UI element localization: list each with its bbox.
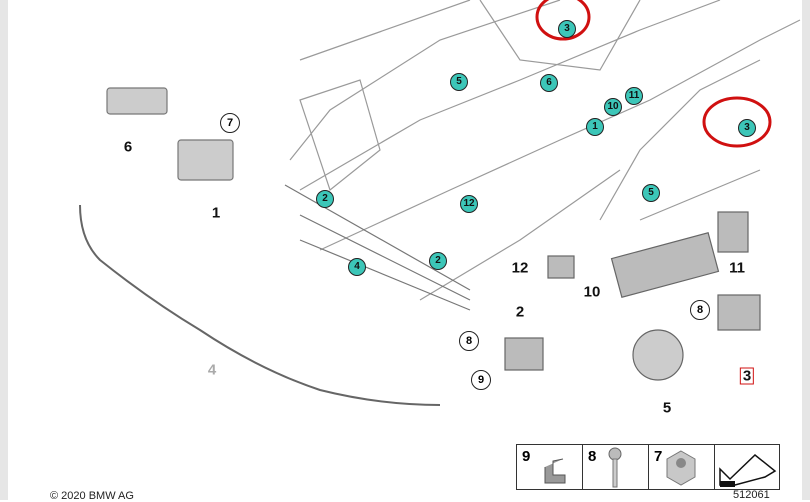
part-6 [106, 87, 168, 115]
bolt-icon [608, 447, 622, 488]
part-3 [717, 294, 761, 331]
part-5 [632, 329, 684, 381]
callout-5: 5 [662, 399, 672, 417]
callout-6: 6 [123, 138, 133, 156]
callout-teal-2: 2 [429, 252, 447, 270]
callout-11: 11 [729, 259, 745, 277]
highlight-circle [702, 96, 772, 148]
part-11 [717, 211, 749, 253]
left-border [0, 0, 8, 500]
callout-3-highlighted: 3 [739, 367, 755, 385]
parts-arrow-icon [719, 454, 777, 487]
callout-teal-5: 5 [642, 184, 660, 202]
part-10 [610, 232, 720, 298]
callout-12: 12 [511, 259, 529, 277]
legend-cell-7: 7 [649, 445, 715, 489]
callout-10: 10 [583, 283, 601, 301]
part-2 [504, 337, 544, 371]
legend-cell-8: 8 [583, 445, 649, 489]
legend-cell-arrow [715, 445, 780, 489]
callout-teal-4: 4 [348, 258, 366, 276]
cable-4 [79, 204, 441, 406]
callout-1: 1 [211, 204, 221, 222]
nut-icon [666, 450, 696, 486]
highlight-circle [535, 0, 591, 41]
callout-teal-3: 3 [558, 20, 576, 38]
callout-teal-5: 5 [450, 73, 468, 91]
legend-cell-9: 9 [517, 445, 583, 489]
copyright: © 2020 BMW AG [50, 490, 134, 502]
callout-teal-6: 6 [540, 74, 558, 92]
part-1 [177, 139, 234, 181]
car-body-frame [284, 0, 801, 311]
callout-2: 2 [515, 303, 525, 321]
callout-teal-12: 12 [460, 195, 478, 213]
diagram-number: 512061 [733, 489, 770, 501]
callout-teal-10: 10 [604, 98, 622, 116]
callout-ring-7: 7 [220, 113, 240, 133]
callout-teal-11: 11 [625, 87, 643, 105]
part-12 [547, 255, 575, 279]
callout-ring-8: 8 [690, 300, 710, 320]
hardware-legend: 9 8 7 [516, 444, 780, 490]
right-border [802, 0, 810, 500]
bracket-nut-icon [544, 458, 566, 484]
callout-ring-9: 9 [471, 370, 491, 390]
callout-4: 4 [207, 361, 217, 379]
legend-label: 7 [654, 448, 663, 465]
callout-ring-8: 8 [459, 331, 479, 351]
legend-label: 9 [522, 448, 531, 465]
callout-teal-2: 2 [316, 190, 334, 208]
callout-teal-1: 1 [586, 118, 604, 136]
legend-label: 8 [588, 448, 597, 465]
callout-teal-3: 3 [738, 119, 756, 137]
